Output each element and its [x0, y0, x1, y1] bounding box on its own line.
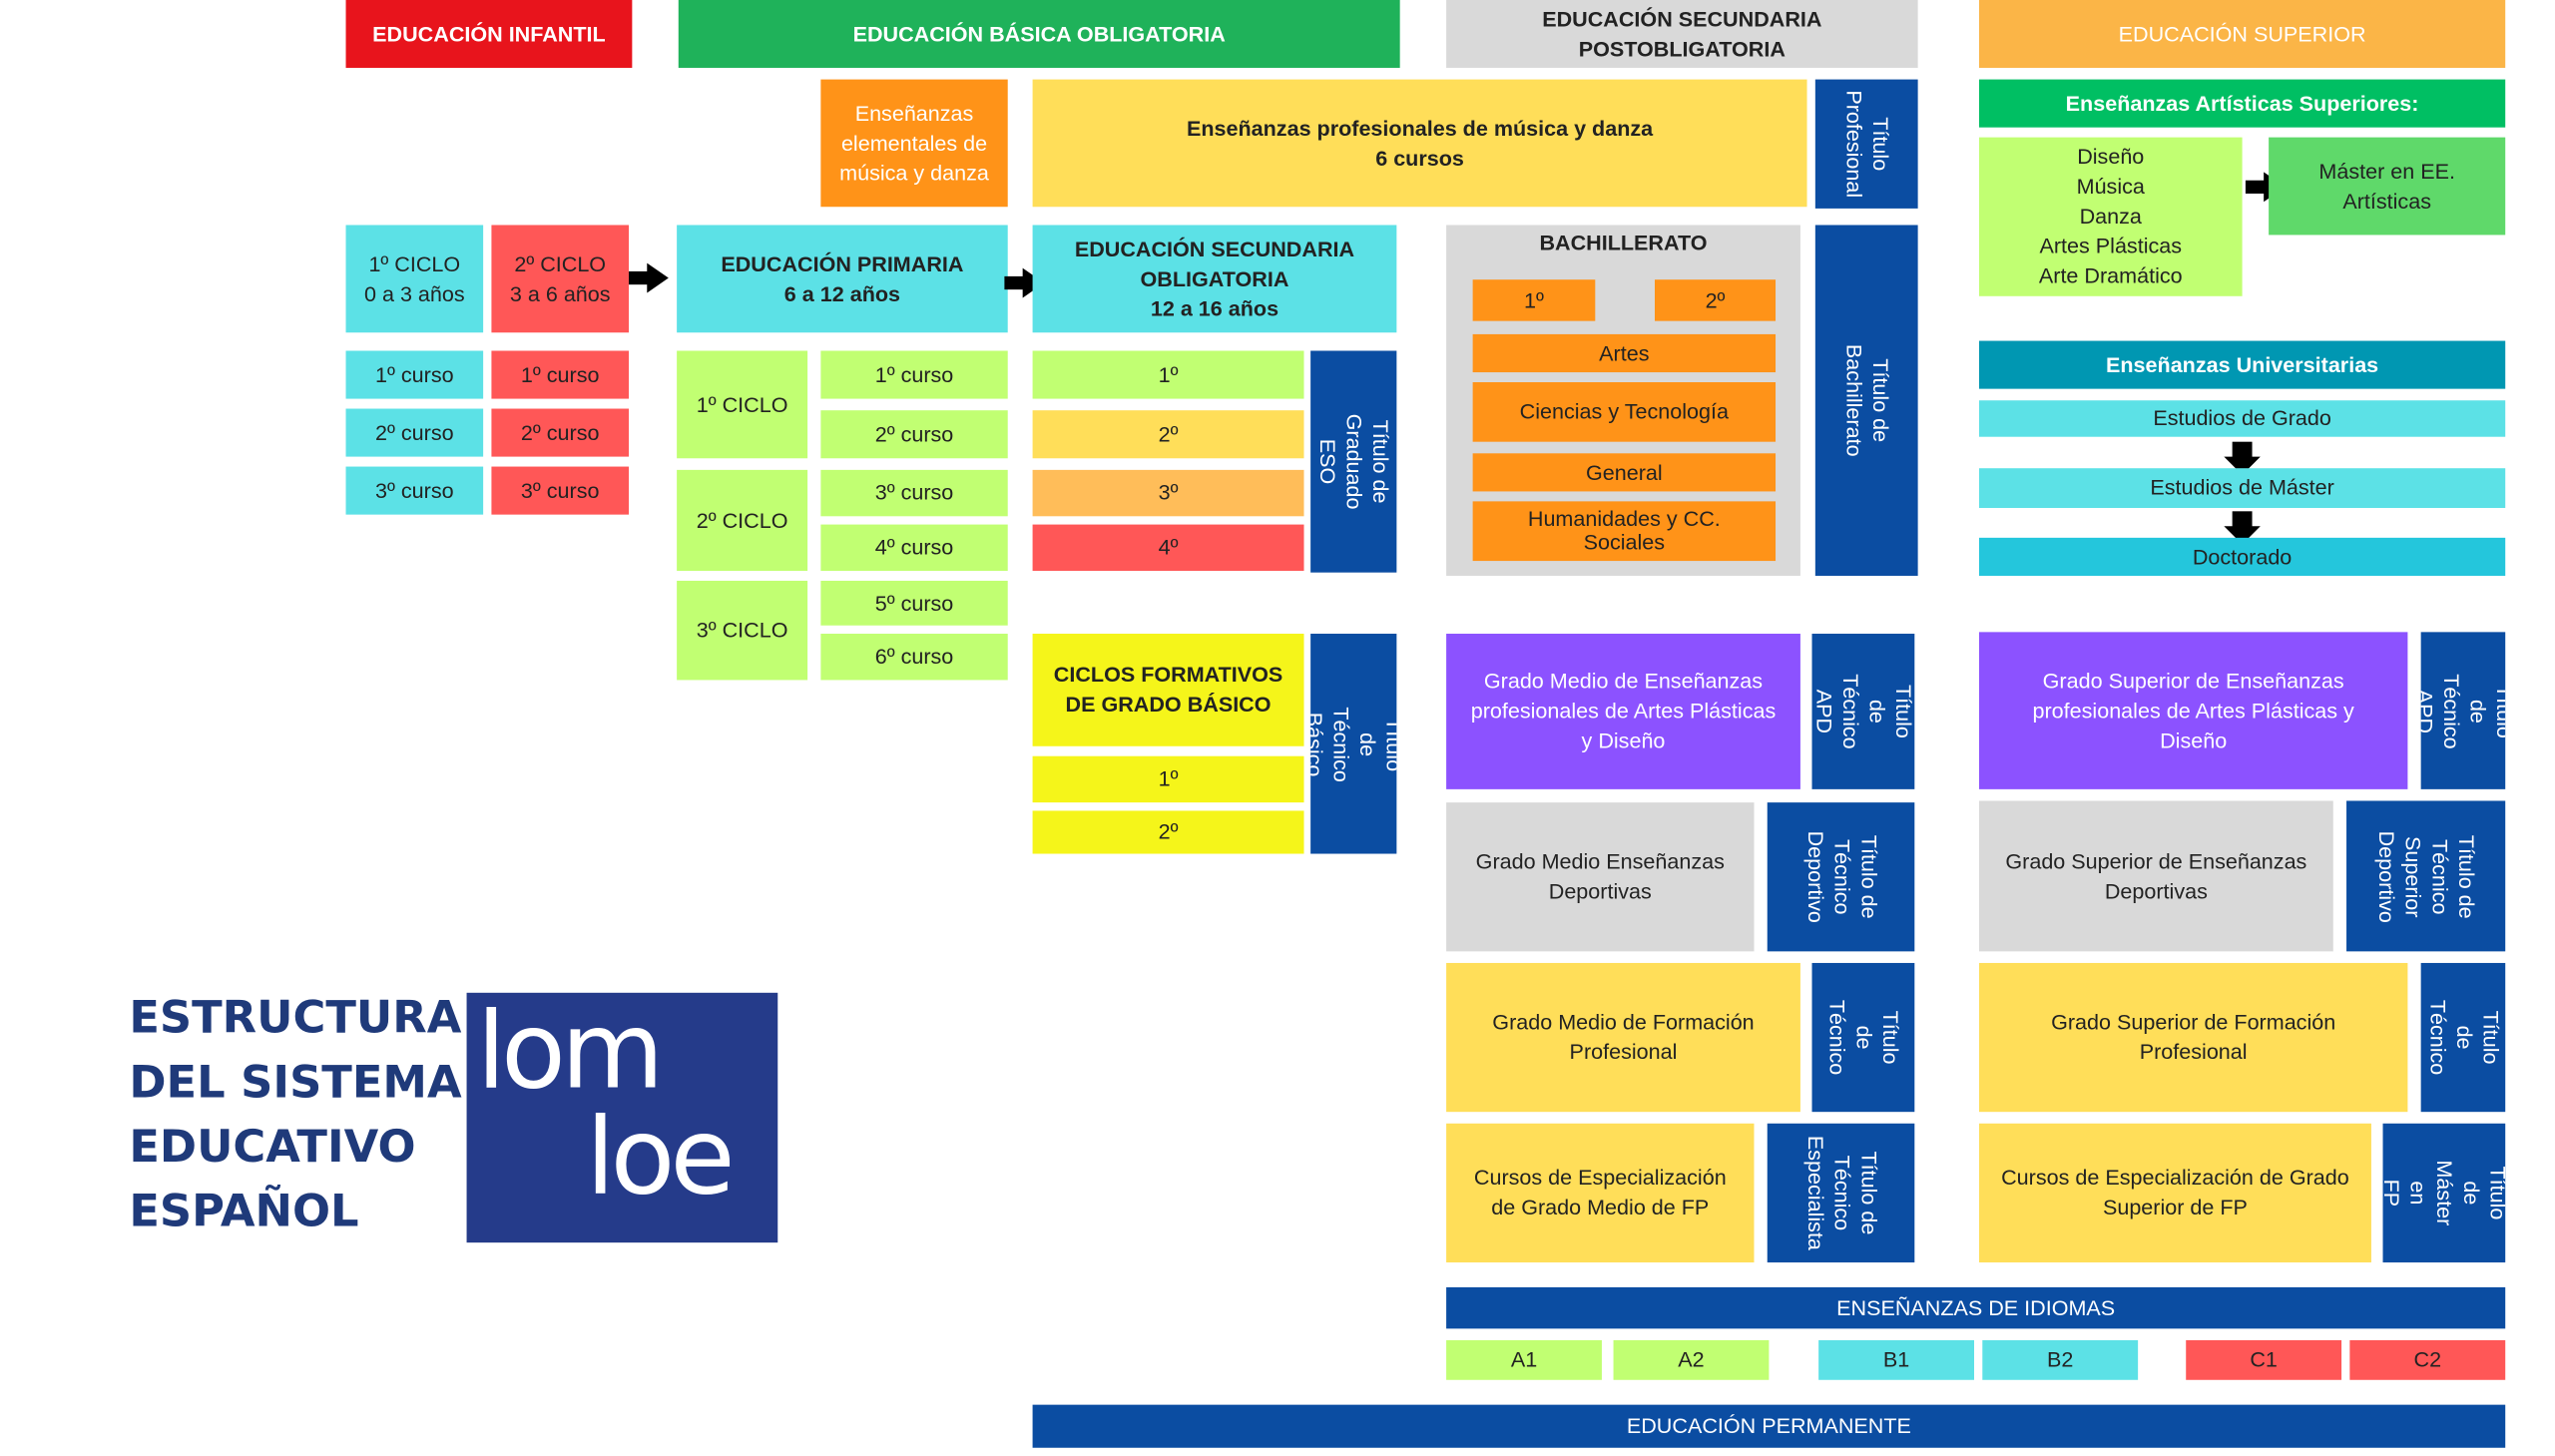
bachillerato-modalidad: General [1472, 453, 1777, 492]
header-basica: EDUCACIÓN BÁSICA OBLIGATORIA [678, 0, 1400, 68]
bachillerato-modalidad: Humanidades y CC. Sociales [1472, 501, 1777, 562]
infantil-c2-curso: 3º curso [491, 466, 630, 515]
grado-medio-deportivas: Grado Medio Enseñanzas Deportivas [1446, 802, 1755, 952]
titulo-tecnico-especialista: Título de Técnico Especialista [1767, 1123, 1915, 1263]
primaria-curso: 1º curso [820, 350, 1008, 399]
eso-curso: 1º [1032, 350, 1304, 399]
universitarias-title: Enseñanzas Universitarias [1978, 340, 2506, 389]
header-superior: EDUCACIÓN SUPERIOR [1978, 0, 2506, 68]
infantil-c1-curso: 1º curso [345, 350, 484, 399]
infantil-c1-curso: 3º curso [345, 466, 484, 515]
titulo-tecnico-deportivo: Título de Técnico Deportivo [1767, 802, 1915, 952]
titulo-tecnico-apd: Título de Técnico APD [1811, 634, 1915, 789]
titulo-master-fp: Título de Máster en FP [2382, 1123, 2506, 1263]
logo-text: loe [585, 1097, 736, 1219]
estudios-grado: Estudios de Grado [1978, 400, 2506, 437]
arrow-right-icon [629, 262, 669, 293]
primaria-ciclo: 3º CICLO [677, 580, 808, 681]
eso-title: EDUCACIÓN SECUNDARIA OBLIGATORIA 12 a 16… [1032, 225, 1397, 333]
bachillerato-modalidad: Artes [1472, 333, 1777, 373]
idioma-level: B2 [1982, 1339, 2139, 1380]
primaria-title: EDUCACIÓN PRIMARIA 6 a 12 años [677, 225, 1008, 333]
primaria-curso: 2º curso [820, 410, 1008, 459]
bachillerato-modalidad: Ciencias y Tecnología [1472, 381, 1777, 442]
titulo-tecnico-superior: Título de Técnico [2420, 962, 2506, 1113]
estudios-master: Estudios de Máster [1978, 468, 2506, 509]
grado-medio-artes: Grado Medio de Enseñanzas profesionales … [1446, 634, 1800, 789]
infantil-ciclo2: 2º CICLO 3 a 6 años [491, 225, 630, 333]
grado-superior-artes: Grado Superior de Enseñanzas profesional… [1978, 632, 2408, 789]
lomloe-logo: lom loe [466, 991, 778, 1243]
musica-profesionales: Enseñanzas profesionales de música y dan… [1032, 79, 1807, 208]
titulo-tecnico-basico: Título de Técnico Básico [1310, 634, 1397, 854]
idioma-level: C2 [2349, 1339, 2506, 1380]
eso-curso: 3º [1032, 469, 1304, 517]
logo-text: lom [476, 991, 665, 1114]
artisticas-list: Diseño Música Danza Artes Plásticas Arte… [1978, 137, 2243, 296]
idioma-level: C1 [2186, 1339, 2342, 1380]
basico-title: CICLOS FORMATIVOS DE GRADO BÁSICO [1032, 634, 1304, 746]
primaria-curso: 4º curso [820, 524, 1008, 572]
primaria-curso: 5º curso [820, 580, 1008, 626]
primaria-curso: 3º curso [820, 469, 1008, 517]
grado-superior-deportivas: Grado Superior de Enseñanzas Deportivas [1978, 800, 2333, 952]
grado-medio-especializacion: Cursos de Especialización de Grado Medio… [1446, 1123, 1755, 1263]
musica-elementales: Enseñanzas elementales de música y danza [820, 79, 1008, 208]
header-infantil: EDUCACIÓN INFANTIL [345, 0, 633, 68]
header-postobligatoria: EDUCACIÓN SECUNDARIA POSTOBLIGATORIA [1446, 0, 1918, 68]
primaria-ciclo: 2º CICLO [677, 469, 808, 572]
page-title: ESTRUCTURA DEL SISTEMA EDUCATIVO ESPAÑOL [129, 992, 462, 1238]
titulo-tecnico-apd-superior: Título de Técnico APD [2420, 632, 2506, 789]
eso-curso: 4º [1032, 524, 1304, 572]
doctorado: Doctorado [1978, 537, 2506, 576]
idioma-level: B1 [1818, 1339, 1974, 1380]
infantil-c1-curso: 2º curso [345, 408, 484, 457]
eso-curso: 2º [1032, 410, 1304, 459]
titulo-profesional: Título Profesional [1814, 79, 1918, 209]
artisticas-title: Enseñanzas Artísticas Superiores: [1978, 79, 2506, 128]
basico-curso: 1º [1032, 755, 1304, 803]
primaria-curso: 6º curso [820, 634, 1008, 681]
basico-curso: 2º [1032, 810, 1304, 854]
infantil-c2-curso: 1º curso [491, 350, 630, 399]
infantil-ciclo1: 1º CICLO 0 a 3 años [345, 225, 484, 333]
bachillerato-curso: 2º [1655, 279, 1777, 321]
primaria-ciclo: 1º CICLO [677, 350, 808, 459]
idiomas-title: ENSEÑANZAS DE IDIOMAS [1446, 1286, 2506, 1329]
titulo-tecnico: Título de Técnico [1811, 962, 1915, 1113]
bachillerato-curso: 1º [1472, 279, 1596, 321]
artisticas-master: Máster en EE. Artísticas [2269, 137, 2506, 236]
titulo-graduado-eso: Título de Graduado ESO [1310, 350, 1397, 573]
infantil-c2-curso: 2º curso [491, 408, 630, 457]
titulo-tecnico-superior-deportivo: Título de Técnico Superior Deportivo [2346, 800, 2506, 952]
educacion-permanente: EDUCACIÓN PERMANENTE [1032, 1404, 2506, 1448]
idioma-level: A2 [1613, 1339, 1770, 1380]
titulo-bachillerato: Título de Bachillerato [1814, 225, 1918, 576]
grado-superior-especializacion: Cursos de Especialización de Grado Super… [1978, 1123, 2371, 1263]
grado-superior-fp: Grado Superior de Formación Profesional [1978, 962, 2408, 1113]
idioma-level: A1 [1446, 1339, 1602, 1380]
grado-medio-fp: Grado Medio de Formación Profesional [1446, 962, 1800, 1113]
